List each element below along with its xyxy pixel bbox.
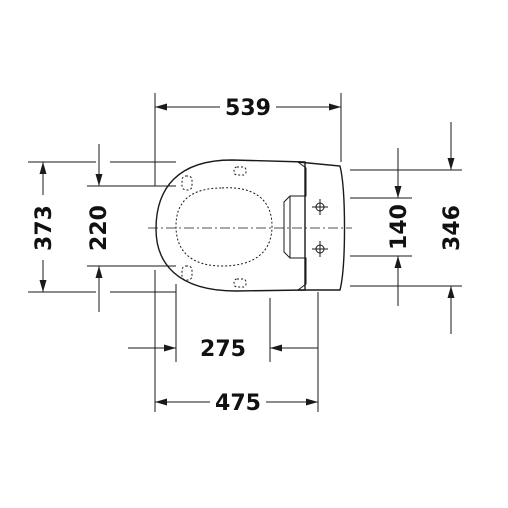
dimension-275: 275 [128,284,318,362]
dimension-220: 220 [87,144,176,312]
dimension-label-220: 220 [87,205,112,251]
dimension-373: 373 [28,161,96,293]
fastener-bottom [312,241,328,257]
fastener-top [312,199,328,215]
dimension-539: 539 [154,93,342,186]
dimension-label-275: 275 [200,337,246,362]
dimension-label-346: 346 [440,205,465,251]
dimension-label-475: 475 [215,391,261,416]
dimension-label-373: 373 [32,205,57,251]
rear-housing [283,161,346,291]
seat-outline [155,159,306,292]
dimension-475: 475 [154,270,319,416]
dimension-label-140: 140 [387,204,412,250]
dimension-346: 346 [350,122,465,334]
dimension-label-539: 539 [225,96,271,121]
dimension-140: 140 [350,148,412,306]
